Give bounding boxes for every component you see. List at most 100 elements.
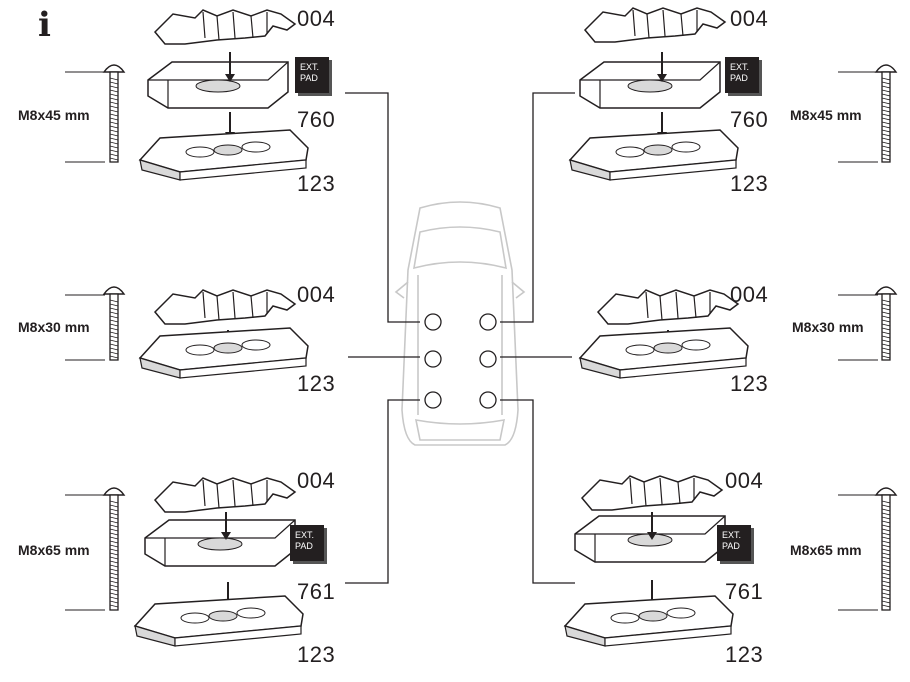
screw-icon [102, 64, 126, 163]
screw-thread [881, 584, 891, 588]
screw-thread [109, 536, 119, 540]
base-hole [610, 612, 640, 624]
screw-thread [881, 335, 891, 339]
base-hole [666, 607, 696, 619]
screw-thread [881, 556, 891, 560]
screw-head [102, 286, 126, 295]
bracket-004 [153, 477, 297, 513]
part-760-right: 760 [730, 107, 769, 132]
screw-thread [881, 351, 891, 355]
down-arrow-head [221, 532, 231, 540]
screw-thread [881, 540, 891, 544]
base-123 [133, 595, 304, 647]
screw-thread [109, 93, 119, 97]
block-hole [197, 537, 243, 551]
screw-thread [109, 504, 119, 508]
ext-pad-line1: EXT. [730, 62, 750, 72]
base-123 [563, 595, 734, 647]
car-top-view [394, 201, 526, 446]
screw-thread [881, 113, 891, 117]
ext-pad-badge-front-right: EXT. PAD [725, 57, 759, 93]
screw-thread [881, 319, 891, 323]
down-arrow-head [647, 532, 657, 540]
screw-thread [881, 109, 891, 113]
base-123 [568, 129, 739, 181]
screw-thread [881, 343, 891, 347]
screw-thread [881, 580, 891, 584]
screw-thread [109, 319, 119, 323]
part-123-front-left: 123 [297, 171, 336, 196]
base-side [604, 625, 732, 647]
screw-thread [881, 85, 891, 89]
screw-thread [109, 149, 119, 153]
screw-thread [109, 560, 119, 564]
screw-thread [109, 311, 119, 315]
screw-thread [109, 544, 119, 548]
screw-thread [109, 315, 119, 319]
screw-thread [881, 323, 891, 327]
screw-head [874, 286, 898, 295]
screw-thread [881, 544, 891, 548]
bracket-shape [153, 9, 297, 45]
screw-thread [109, 584, 119, 588]
bracket-ribs [202, 291, 268, 321]
bracket-ribs [645, 291, 711, 321]
base-hole [213, 342, 243, 354]
part-123-middle-left: 123 [297, 371, 336, 396]
screw-thread [881, 508, 891, 512]
connector-lines [345, 92, 575, 584]
screw-label-middle-right: M8x30 mm [792, 319, 864, 335]
screw-thread [109, 157, 119, 161]
screw-thread [881, 77, 891, 81]
ext-pad-line1: EXT. [300, 62, 320, 72]
screw-thread [109, 141, 119, 145]
screw-thread [881, 149, 891, 153]
screw-icon [102, 487, 126, 611]
screw-thread [881, 572, 891, 576]
base-hole [615, 146, 645, 158]
screw-thread [109, 347, 119, 351]
base-hole [185, 146, 215, 158]
screw-thread [881, 93, 891, 97]
bracket-004 [580, 475, 724, 511]
screw-thread [881, 500, 891, 504]
connector-line [500, 92, 575, 323]
screw-thread [881, 137, 891, 141]
screw-thread [109, 339, 119, 343]
part-123-rear-right: 123 [725, 642, 764, 667]
screw-thread [881, 331, 891, 335]
screw-thread [881, 600, 891, 604]
screw-thread [109, 101, 119, 105]
screw-label-middle-left: M8x30 mm [18, 319, 90, 335]
base-side [619, 357, 747, 379]
screw-thread [109, 532, 119, 536]
car-rear-window [414, 419, 506, 441]
screw-thread [881, 504, 891, 508]
screw-thread [109, 85, 119, 89]
screw-thread [109, 512, 119, 516]
screw-head [874, 487, 898, 496]
screw-thread [881, 89, 891, 93]
base-hole [213, 144, 243, 156]
base-123 [578, 327, 749, 379]
screw-thread [881, 141, 891, 145]
screw-thread [109, 117, 119, 121]
screw-head [102, 487, 126, 496]
screw-thread [881, 552, 891, 556]
base-side [179, 357, 307, 379]
screw-thread [109, 89, 119, 93]
screw-thread [109, 303, 119, 307]
part-004-middle-right: 004 [730, 282, 769, 307]
screw-thread [109, 109, 119, 113]
mount-point-circle [424, 313, 442, 331]
screw-thread [109, 552, 119, 556]
part-761-left: 761 [297, 579, 336, 604]
base-hole [671, 141, 701, 153]
screw-thread [881, 315, 891, 319]
bracket-shape [153, 289, 297, 325]
screw-thread [881, 133, 891, 137]
screw-thread [881, 117, 891, 121]
screw-thread [109, 596, 119, 600]
screw-icon [874, 286, 898, 361]
